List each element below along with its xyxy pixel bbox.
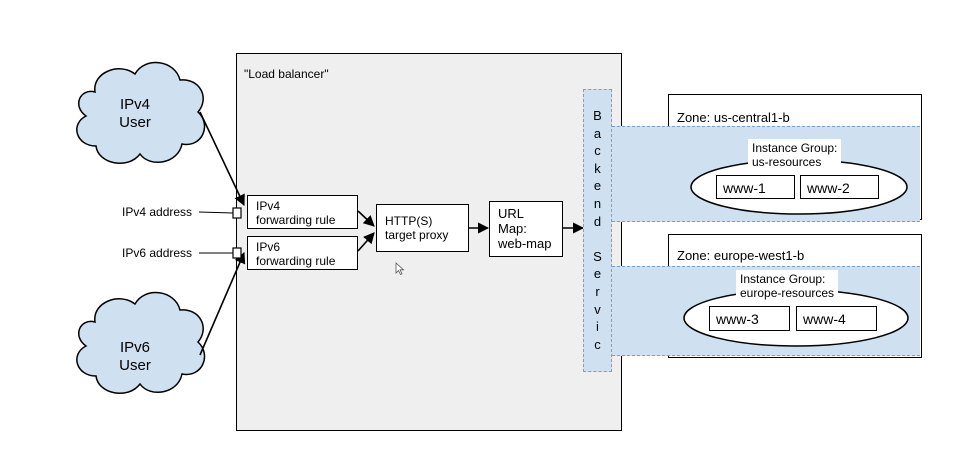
ipv4-rule-to-proxy-arrow xyxy=(357,210,375,227)
ipv4-address-leader xyxy=(198,211,234,214)
ipv4-address-port xyxy=(232,207,242,219)
us-resources-instance-group-label: Instance Group:us-resources xyxy=(748,139,842,171)
mouse-cursor-icon xyxy=(395,262,405,276)
backend-service: B a c k e n d S e r v i c xyxy=(583,89,612,372)
instance-www-2: www-2 xyxy=(800,175,879,199)
ipv6-rule-to-proxy-arrow xyxy=(357,232,375,252)
load-balancer-title: "Load balancer" xyxy=(244,67,329,81)
instance-www-1: www-1 xyxy=(716,175,795,199)
instance-www-4: www-4 xyxy=(796,306,877,331)
ipv6-user-cloud xyxy=(76,291,206,394)
europe-resources-instance-group-label: Instance Group:europe-resources xyxy=(736,270,839,302)
target-proxy: HTTP(S)target proxy xyxy=(376,204,469,252)
ipv6-address-port xyxy=(232,247,242,259)
ipv4-user-cloud xyxy=(76,61,206,164)
instance-www-3: www-3 xyxy=(709,306,790,331)
ipv6-address-label: IPv6 address xyxy=(122,246,193,260)
ipv4-address-label: IPv4 address xyxy=(122,205,193,219)
zone-europe-west1-b-title: Zone: europe-west1-b xyxy=(677,248,805,263)
ipv6-user-arrow xyxy=(199,251,246,356)
zone-us-central1-b-title: Zone: us-central1-b xyxy=(677,110,790,125)
ipv4-user-arrow xyxy=(199,111,245,207)
